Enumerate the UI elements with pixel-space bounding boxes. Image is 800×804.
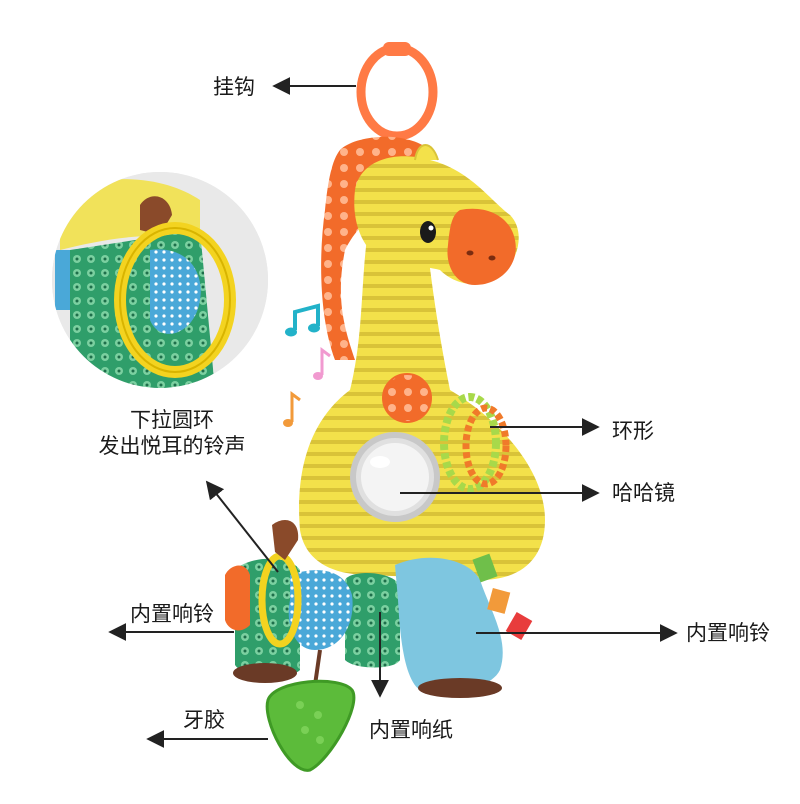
label-ring: 环形 bbox=[612, 419, 654, 443]
label-teether: 牙胶 bbox=[183, 708, 225, 732]
teether bbox=[265, 649, 356, 772]
callout-arrows bbox=[108, 77, 678, 748]
bead-ring bbox=[440, 393, 510, 493]
label-rustle-paper: 内置响纸 bbox=[369, 718, 453, 742]
arrow-pull-ring bbox=[205, 480, 279, 573]
giraffe-legs bbox=[225, 557, 503, 698]
detail-inset-circle bbox=[52, 172, 268, 388]
pull-ring bbox=[258, 520, 302, 648]
giraffe-body bbox=[299, 144, 545, 580]
label-bell-right: 内置响铃 bbox=[686, 621, 770, 645]
label-mirror: 哈哈镜 bbox=[612, 481, 675, 505]
label-pull-ring: 下拉圆环 发出悦耳的铃声 bbox=[72, 407, 272, 460]
hook-ring bbox=[356, 42, 438, 141]
music-note-icons bbox=[283, 303, 331, 427]
label-bell-left: 内置响铃 bbox=[130, 602, 214, 626]
label-hook: 挂钩 bbox=[213, 75, 255, 99]
label-pull-ring-line2: 发出悦耳的铃声 bbox=[98, 434, 246, 459]
label-pull-ring-line1: 下拉圆环 bbox=[130, 408, 214, 432]
